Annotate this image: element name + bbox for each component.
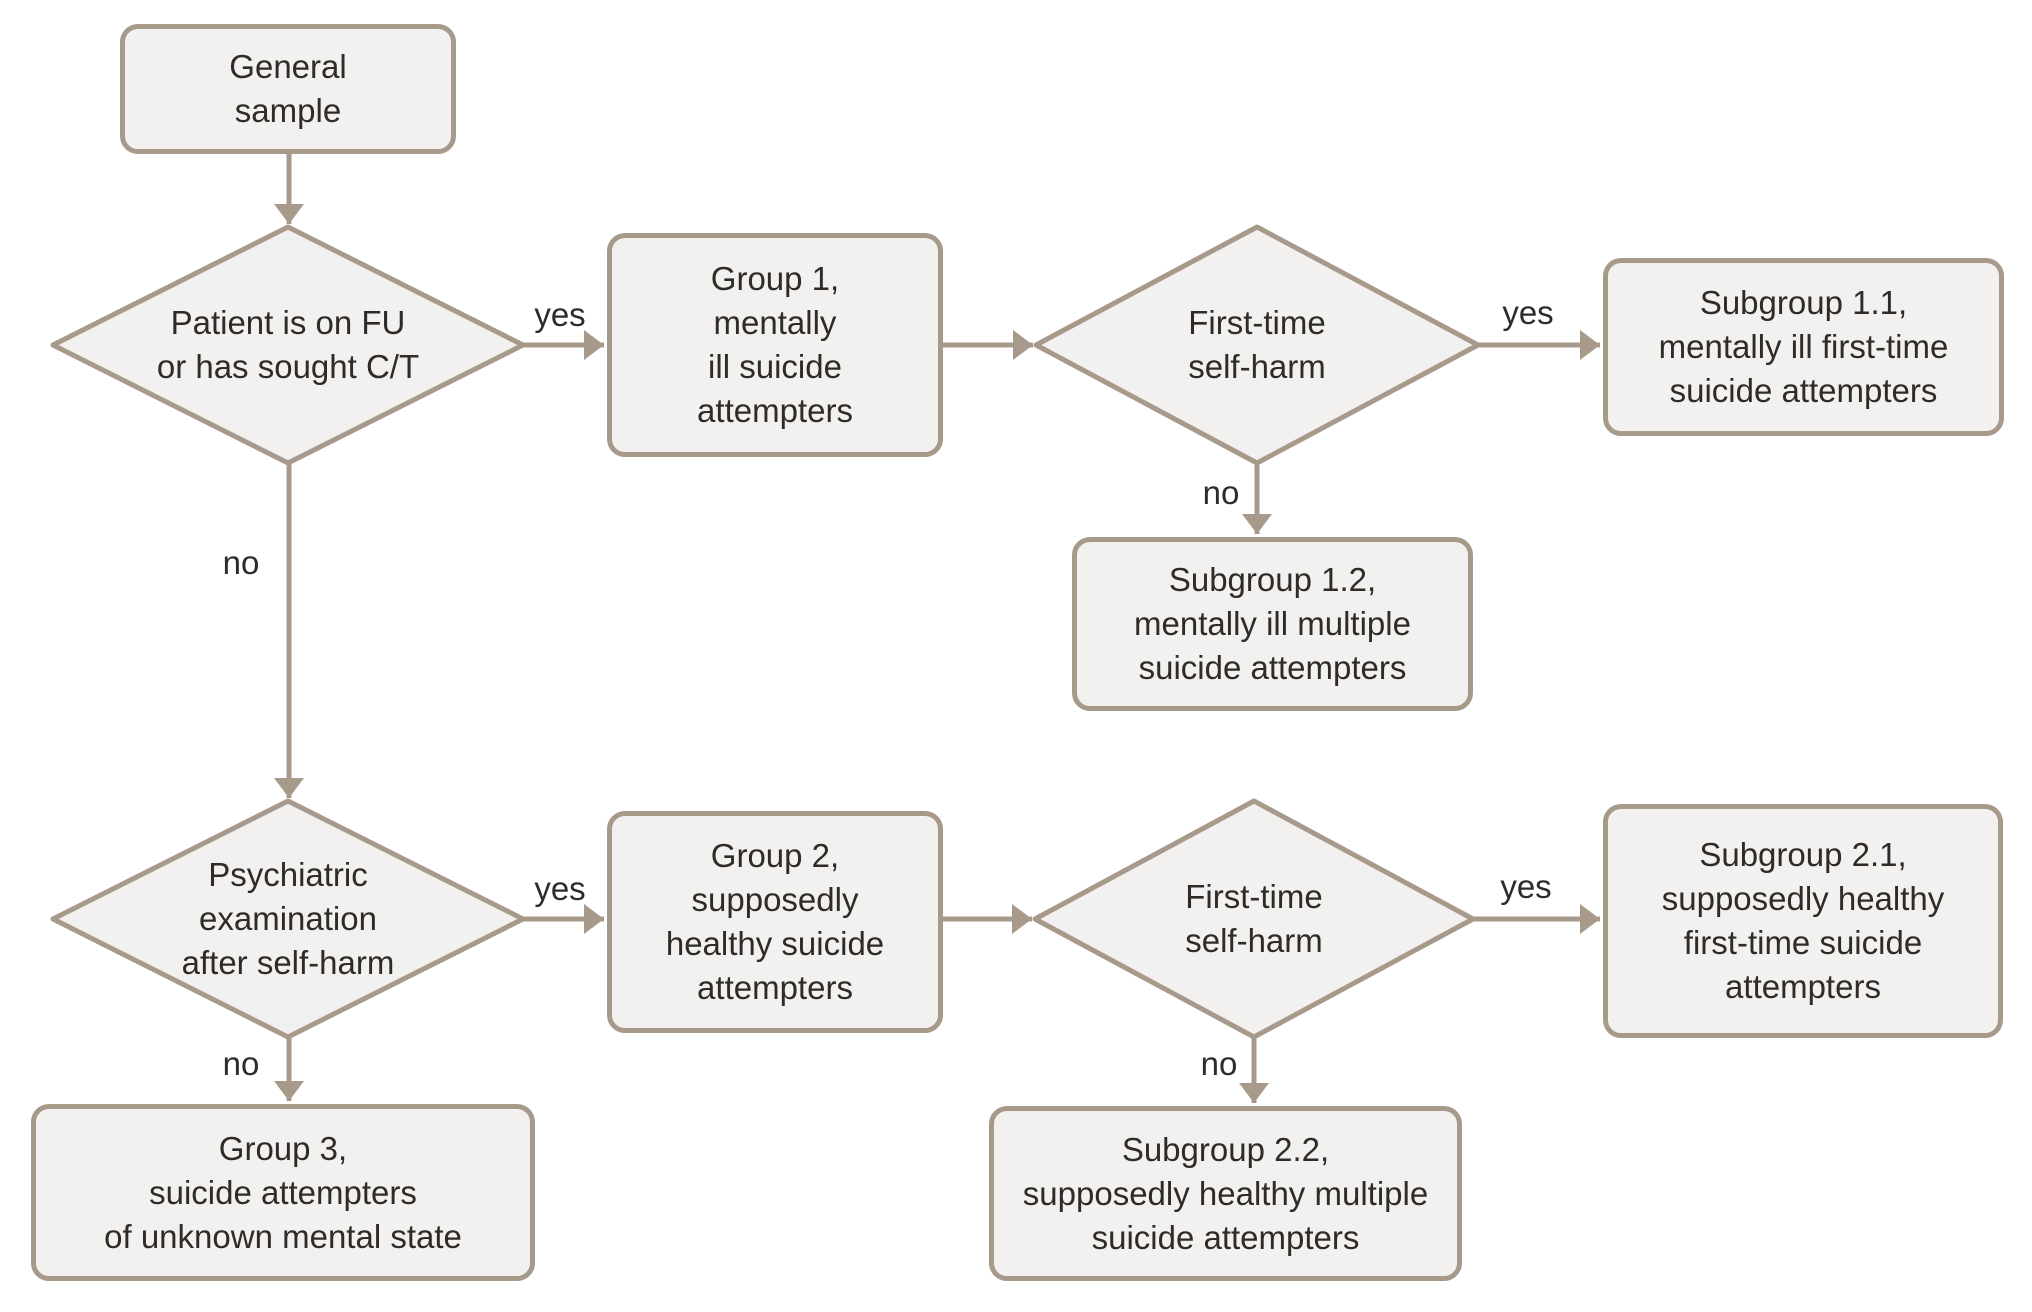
node-group-3-label: Group 3, suicide attempters of unknown m… (104, 1129, 462, 1255)
node-group-1: Group 1, mentally ill suicide attempters (607, 233, 943, 457)
node-group-2-label: Group 2, supposedly healthy suicide atte… (665, 837, 885, 1006)
node-general-sample-label: General sample (229, 48, 347, 129)
edge-label-no-first-time-2: no (1200, 1045, 1238, 1082)
edge-label-no-psych: no (222, 1045, 260, 1082)
node-subgroup-1-1: Subgroup 1.1, mentally ill first-time su… (1603, 258, 2004, 436)
decision-psych-exam-shape (50, 798, 526, 1040)
node-subgroup-2-2: Subgroup 2.2, supposedly healthy multipl… (989, 1106, 1462, 1281)
node-group-1-label: Group 1, mentally ill suicide attempters (697, 260, 853, 429)
node-general-sample: General sample (120, 24, 456, 154)
node-subgroup-2-2-label: Subgroup 2.2, supposedly healthy multipl… (1022, 1130, 1429, 1256)
node-subgroup-2-1: Subgroup 2.1, supposedly healthy first-t… (1603, 804, 2003, 1038)
node-group-3: Group 3, suicide attempters of unknown m… (31, 1104, 535, 1281)
edge-label-no-fu: no (222, 544, 260, 581)
edge-label-yes-first-time-1: yes (1502, 294, 1554, 331)
node-subgroup-2-1-label: Subgroup 2.1, supposedly healthy first-t… (1661, 836, 1945, 1005)
node-subgroup-1-2-label: Subgroup 1.2, mentally ill multiple suic… (1134, 561, 1411, 686)
edge-label-yes-psych: yes (534, 870, 586, 907)
edge-label-yes-first-time-2: yes (1500, 868, 1552, 905)
node-group-2: Group 2, supposedly healthy suicide atte… (607, 811, 943, 1033)
decision-fu-ct-shape (50, 224, 526, 466)
edge-label-yes-fu: yes (534, 296, 586, 333)
node-subgroup-1-2: Subgroup 1.2, mentally ill multiple suic… (1072, 537, 1473, 711)
node-subgroup-1-1-label: Subgroup 1.1, mentally ill first-time su… (1658, 284, 1949, 409)
decision-first-time-1-shape (1033, 224, 1481, 466)
edge-label-no-first-time-1: no (1202, 474, 1240, 511)
decision-first-time-2-shape (1032, 798, 1476, 1040)
